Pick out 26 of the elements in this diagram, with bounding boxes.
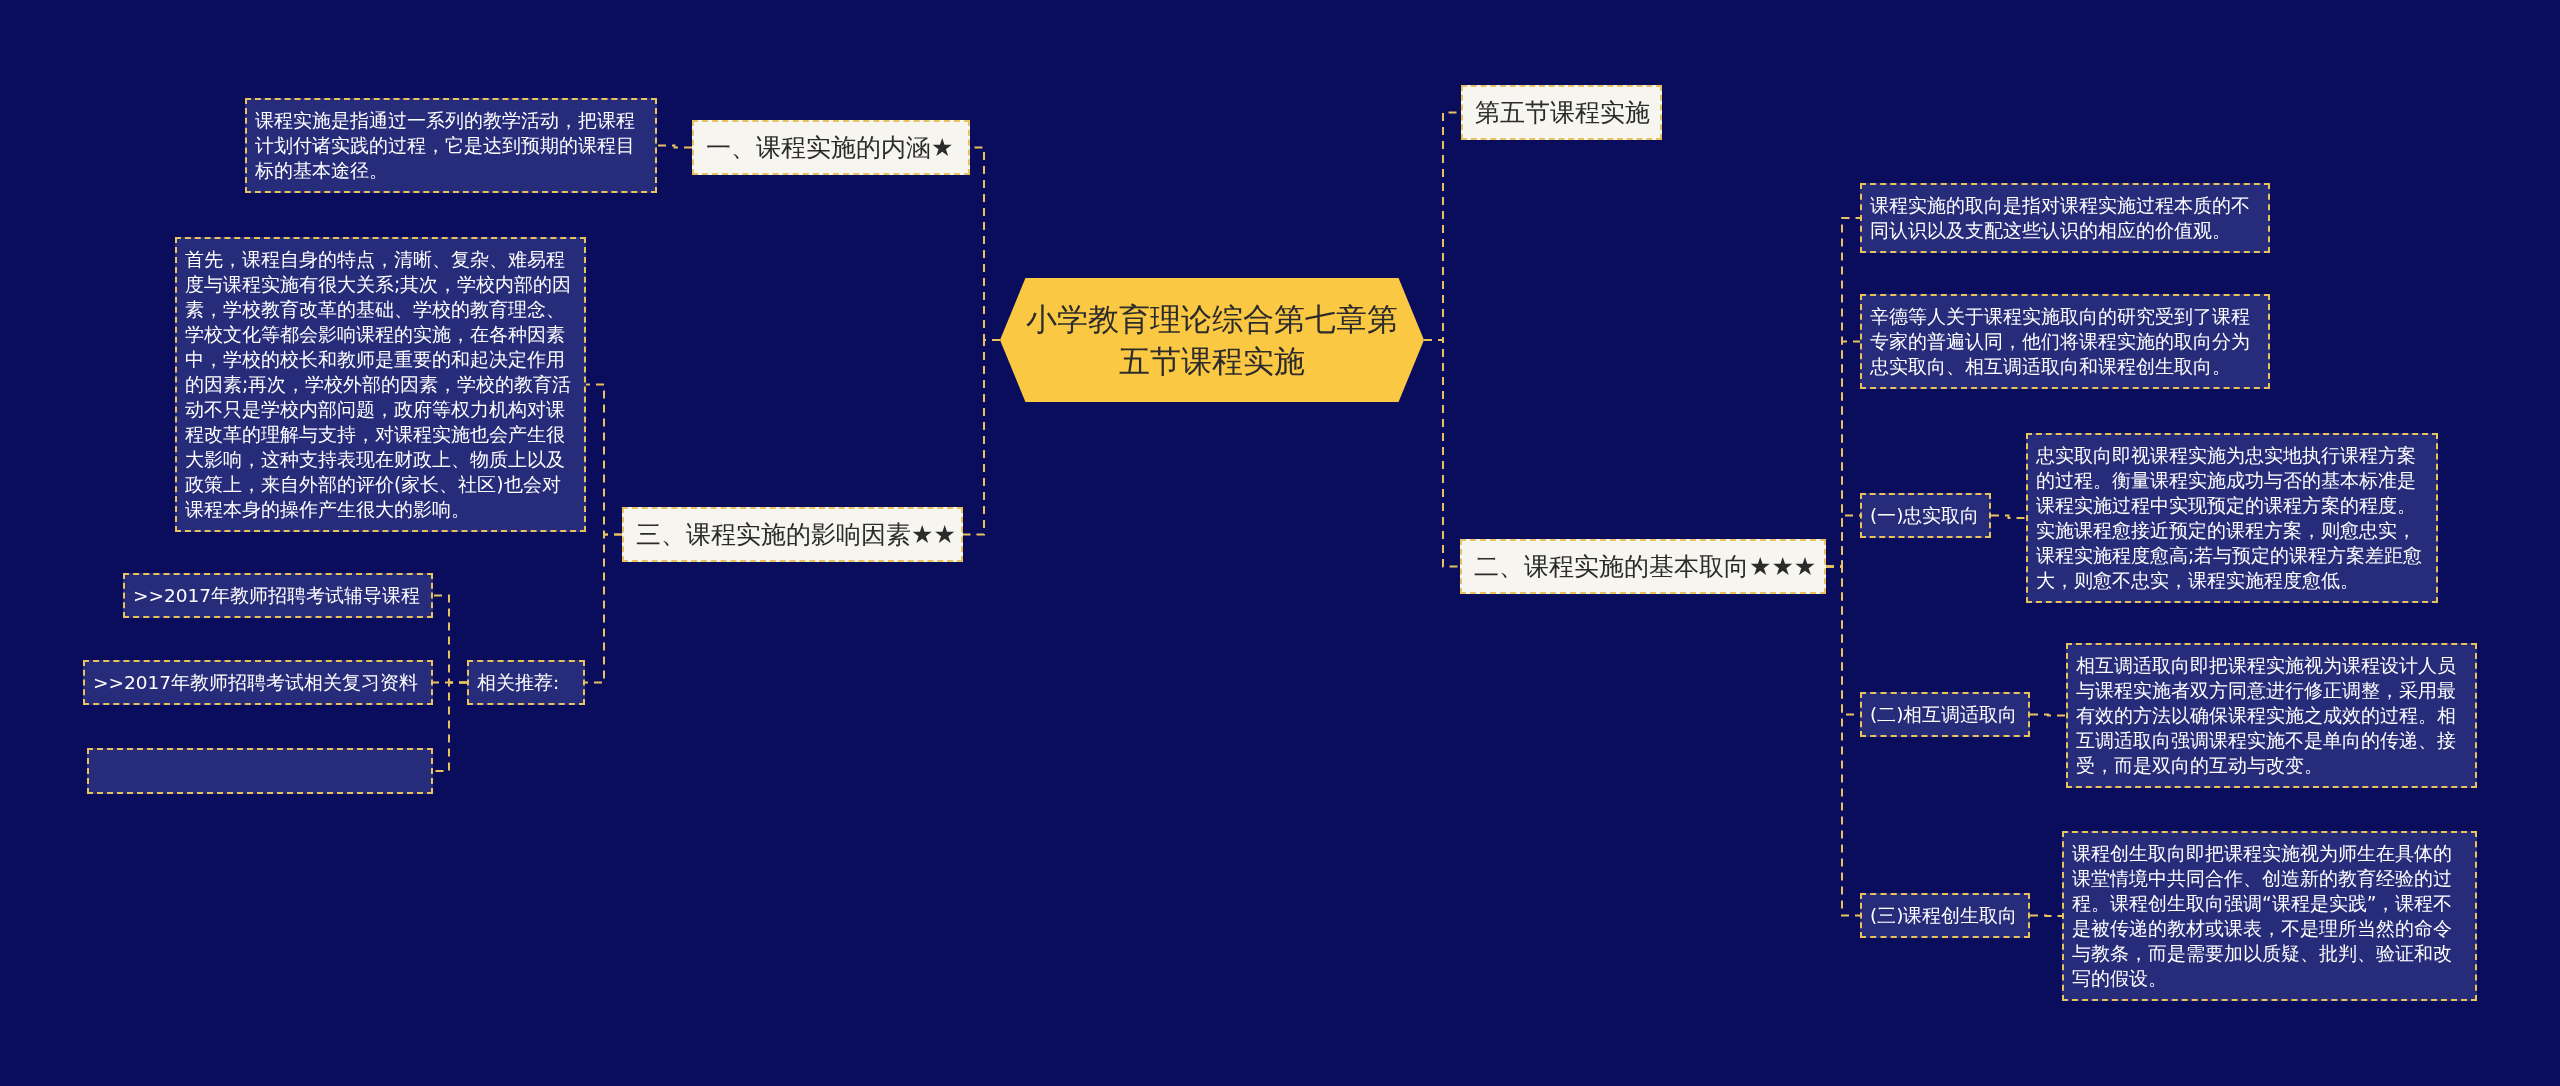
label-box: (三)课程创生取向 bbox=[1860, 893, 2030, 938]
note-box: 相互调适取向即把课程实施视为课程设计人员与课程实施者双方同意进行修正调整，采用最有效的方法以确保课程实施之成效的过程。相互调适取向强调课程实施不是单向的传递、接受，而是双向的互动与改变。 bbox=[2066, 643, 2477, 788]
note-box: 忠实取向即视课程实施为忠实地执行课程方案的过程。衡量课程实施成功与否的基本标准是课程实施过程中实现预定的课程方案的程度。实施课程愈接近预定的课程方案，则愈忠实，课程实施程度愈高;若与预定的课程方案差距愈大，则愈不忠实，课程实施程度愈低。 bbox=[2026, 433, 2438, 603]
note-box: 首先，课程自身的特点，清晰、复杂、难易程度与课程实施有很大关系;其次，学校内部的因素，学校教育改革的基础、学校的教育理念、学校文化等都会影响课程的实施，在各种因素中，学校的校长和教师是重要的和起决定作用的因素;再次，学校外部的因素，学校的教育活动不只是学校内部问题，政府等权力机构对课程改革的理解与支持，对课程实施也会产生很大影响，这种支持表现在财政上、物质上以及政策上，来自外部的评价(家长、社区)也会对课程本身的操作产生很大的影响。 bbox=[175, 237, 586, 532]
label-box: >>2017年教师招聘考试相关复习资料 bbox=[83, 660, 433, 705]
connector-line bbox=[962, 339, 1001, 536]
note-box: 辛德等人关于课程实施取向的研究受到了课程专家的普遍认同，他们将课程实施的取向分为忠实取向、相互调适取向和课程创生取向。 bbox=[1860, 294, 2270, 389]
note-box: 课程实施是指通过一系列的教学活动，把课程计划付诸实践的过程，它是达到预期的课程目标的基本途径。 bbox=[245, 98, 657, 193]
label-box: (一)忠实取向 bbox=[1860, 493, 1991, 538]
connector-line bbox=[2029, 914, 2063, 917]
label-box: (二)相互调适取向 bbox=[1860, 692, 2030, 737]
label-box: >>2017年教师招聘考试辅导课程 bbox=[123, 573, 433, 618]
connector-line bbox=[1825, 565, 1861, 917]
topic-box: 二、课程实施的基本取向★★★ bbox=[1460, 539, 1826, 594]
topic-box: 三、课程实施的影响因素★★ bbox=[622, 507, 963, 562]
label-box: 相关推荐: bbox=[467, 660, 585, 705]
connector-line bbox=[1990, 514, 2027, 519]
connector-line bbox=[656, 144, 693, 149]
topic-box: 第五节课程实施 bbox=[1461, 85, 1662, 140]
connector-line bbox=[2029, 713, 2067, 717]
note-box: 课程创生取向即把课程实施视为师生在具体的课堂情境中共同合作、创造新的教育经验的过程。课程创生取向强调“课程是实践”，课程不是被传递的教材或课表，不是理所当然的命令与教条，而是需要加以质疑、批判、验证和改写的假设。 bbox=[2062, 831, 2477, 1001]
connector-line bbox=[1423, 339, 1461, 568]
topic-box: 一、课程实施的内涵★ bbox=[692, 120, 970, 175]
note-box: 课程实施的取向是指对课程实施过程本质的不同认识以及支配这些认识的相应的价值观。 bbox=[1860, 183, 2270, 253]
connector-line bbox=[584, 533, 623, 684]
empty-box bbox=[87, 748, 433, 794]
